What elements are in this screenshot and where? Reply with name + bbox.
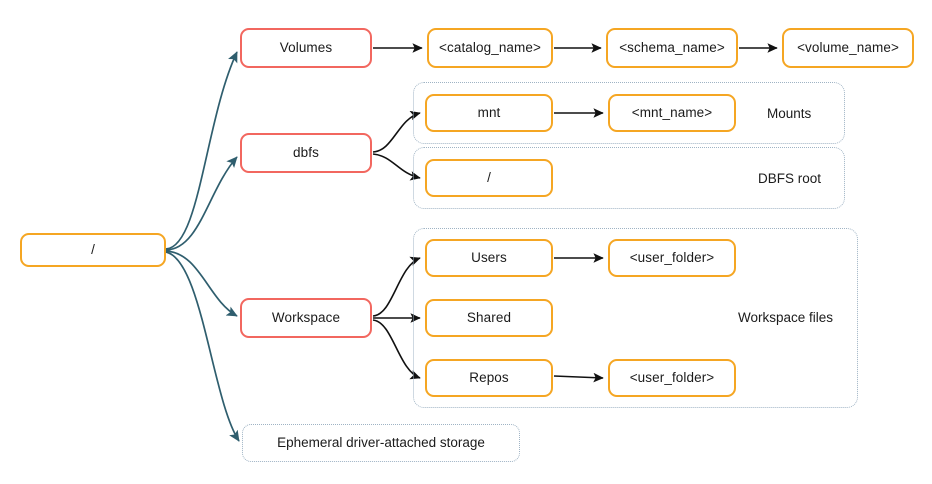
group-workspace-files-label: Workspace files: [738, 310, 834, 325]
node-schema-name[interactable]: <schema_name>: [606, 28, 738, 68]
node-dbfs-root-slash[interactable]: /: [425, 159, 553, 197]
edge-root-to-ephemeral: [165, 251, 240, 442]
node-repos[interactable]: Repos: [425, 359, 553, 397]
node-mnt-name[interactable]: <mnt_name>: [608, 94, 736, 132]
node-workspace[interactable]: Workspace: [240, 298, 372, 338]
node-dbfs[interactable]: dbfs: [240, 133, 372, 173]
edge-root-to-workspace: [165, 250, 238, 317]
group-mounts-label: Mounts: [767, 106, 812, 121]
node-mnt[interactable]: mnt: [425, 94, 553, 132]
group-dbfs-root-label: DBFS root: [758, 171, 822, 186]
node-users[interactable]: Users: [425, 239, 553, 277]
node-root[interactable]: /: [20, 233, 166, 267]
node-ephemeral-storage[interactable]: Ephemeral driver-attached storage: [242, 424, 520, 462]
node-volumes[interactable]: Volumes: [240, 28, 372, 68]
edge-root-to-volumes: [165, 51, 238, 250]
node-shared[interactable]: Shared: [425, 299, 553, 337]
edge-root-to-dbfs: [165, 156, 238, 251]
node-users-folder[interactable]: <user_folder>: [608, 239, 736, 277]
node-repos-folder[interactable]: <user_folder>: [608, 359, 736, 397]
node-volume-name[interactable]: <volume_name>: [782, 28, 914, 68]
node-catalog-name[interactable]: <catalog_name>: [427, 28, 553, 68]
